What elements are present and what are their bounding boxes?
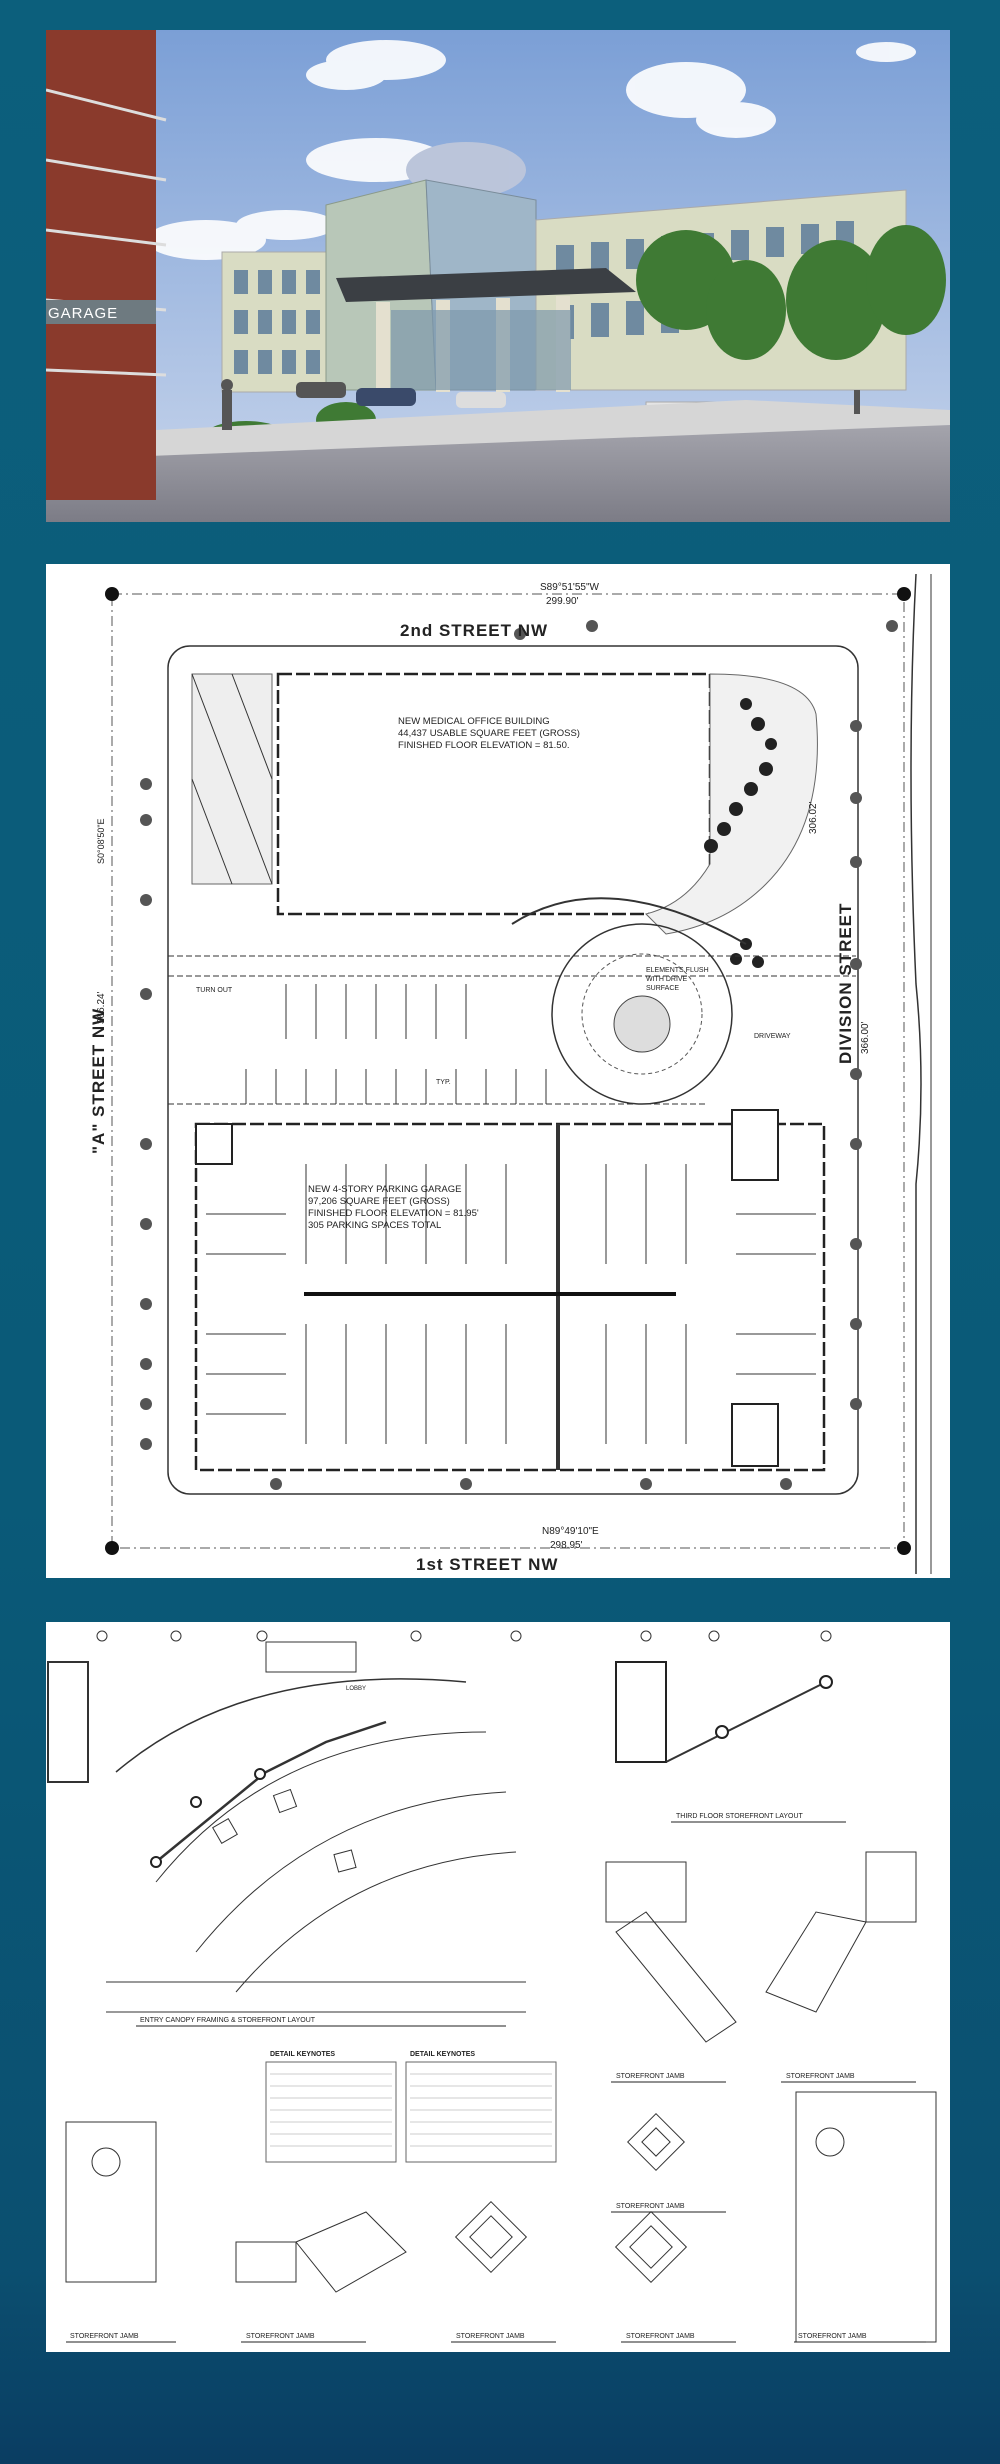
north-length: 299.90' <box>546 596 579 607</box>
rendering-panel: GARAGE <box>46 30 950 522</box>
east-mid-length: 306.02' <box>808 801 819 834</box>
plaza-note-1: ELEMENTS FLUSH <box>646 967 709 974</box>
north-street-label: 2nd STREET NW <box>400 621 548 640</box>
north-bearing: S89°51'55"W <box>540 582 599 593</box>
garage-note-4: 305 PARKING SPACES TOTAL <box>308 1220 441 1231</box>
building-rendering: GARAGE <box>46 30 950 522</box>
detail-title-1: ENTRY CANOPY FRAMING & STOREFRONT LAYOUT <box>140 2017 316 2024</box>
plaza-note-2: WITH DRIVE <box>646 976 688 983</box>
lobby-label: LOBBY <box>346 1686 366 1692</box>
plaza-note-3: SURFACE <box>646 985 679 992</box>
detail-title-10: STOREFRONT JAMB <box>798 2333 867 2340</box>
site-plan-drawing: 2nd STREET NW S89°51'55"W 299.90' N89°49… <box>89 573 932 1574</box>
east-length: 366.00' <box>860 1021 871 1054</box>
keynote-markers <box>140 620 898 1490</box>
property-line <box>111 593 905 1549</box>
building-note-3: FINISHED FLOOR ELEVATION = 81.50. <box>398 740 570 751</box>
east-street-label: DIVISION STREET <box>836 903 855 1064</box>
typ-label: TYP. <box>436 1079 451 1086</box>
west-bearing: S0°08'50"E <box>96 818 106 864</box>
south-length: 298.95' <box>550 1540 583 1551</box>
keynotes-heading-2: DETAIL KEYNOTES <box>410 2051 475 2058</box>
storefront-details-drawing: LOBBY ENTRY CANOPY FRAMING & STOREFRONT … <box>47 1630 937 2343</box>
detail-title-6: STOREFRONT JAMB <box>70 2333 139 2340</box>
garage-note-3: FINISHED FLOOR ELEVATION = 81.95' <box>308 1208 479 1219</box>
garage-note-1: NEW 4-STORY PARKING GARAGE <box>308 1184 461 1195</box>
garage-note-2: 97,206 SQUARE FEET (GROSS) <box>308 1196 450 1207</box>
parking-garage-structure <box>46 30 156 500</box>
detail-title-3: STOREFRONT JAMB <box>616 2073 685 2080</box>
west-street-label: "A" STREET NW <box>89 1008 108 1154</box>
south-street-label: 1st STREET NW <box>416 1555 558 1574</box>
parking-garage <box>194 1122 826 1472</box>
clouds <box>146 40 916 260</box>
detail-title-4: STOREFRONT JAMB <box>786 2073 855 2080</box>
detail-title-9: STOREFRONT JAMB <box>626 2333 695 2340</box>
driveway-label: DRIVEWAY <box>754 1033 791 1040</box>
entry-canopy <box>336 268 636 302</box>
building-note-2: 44,437 USABLE SQUARE FEET (GROSS) <box>398 728 580 739</box>
medical-office-building <box>276 672 712 916</box>
south-bearing: N89°49'10"E <box>542 1526 599 1537</box>
entry-canopy-plan: LOBBY <box>47 1641 526 2013</box>
building-note-1: NEW MEDICAL OFFICE BUILDING <box>398 716 550 727</box>
keynotes-heading-1: DETAIL KEYNOTES <box>270 2051 335 2058</box>
detail-title-2: THIRD FLOOR STOREFRONT LAYOUT <box>676 1813 804 1820</box>
garage-sign: GARAGE <box>48 305 118 322</box>
plaza-roundabout <box>551 923 733 1105</box>
west-length: 366.24' <box>96 991 107 1024</box>
detail-title-8: STOREFRONT JAMB <box>456 2333 525 2340</box>
site-plan-panel: 2nd STREET NW S89°51'55"W 299.90' N89°49… <box>46 564 950 1578</box>
details-panel: LOBBY ENTRY CANOPY FRAMING & STOREFRONT … <box>46 1622 950 2352</box>
turn-out-label: TURN OUT <box>196 987 233 994</box>
detail-title-7: STOREFRONT JAMB <box>246 2333 315 2340</box>
detail-title-5: STOREFRONT JAMB <box>616 2203 685 2210</box>
